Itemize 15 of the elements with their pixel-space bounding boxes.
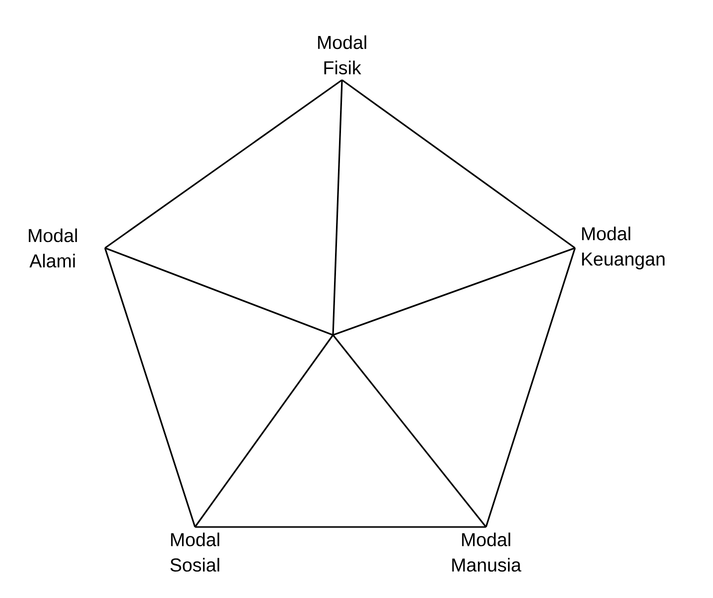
line bbox=[194, 334, 334, 528]
vertex-label: Modal Sosial bbox=[170, 532, 220, 572]
line bbox=[195, 526, 486, 528]
line bbox=[104, 79, 342, 249]
vertex-label: Modal Alami bbox=[28, 228, 77, 268]
line bbox=[104, 247, 334, 336]
line bbox=[104, 248, 196, 528]
line bbox=[342, 79, 576, 249]
vertex-label: Modal Fisik bbox=[318, 35, 366, 74]
line bbox=[332, 334, 487, 528]
vertex-label: Modal Manusia bbox=[452, 532, 522, 572]
line bbox=[332, 247, 576, 336]
line bbox=[485, 248, 576, 528]
line bbox=[332, 80, 343, 336]
vertex-label: Modal Keuangan bbox=[582, 226, 664, 270]
